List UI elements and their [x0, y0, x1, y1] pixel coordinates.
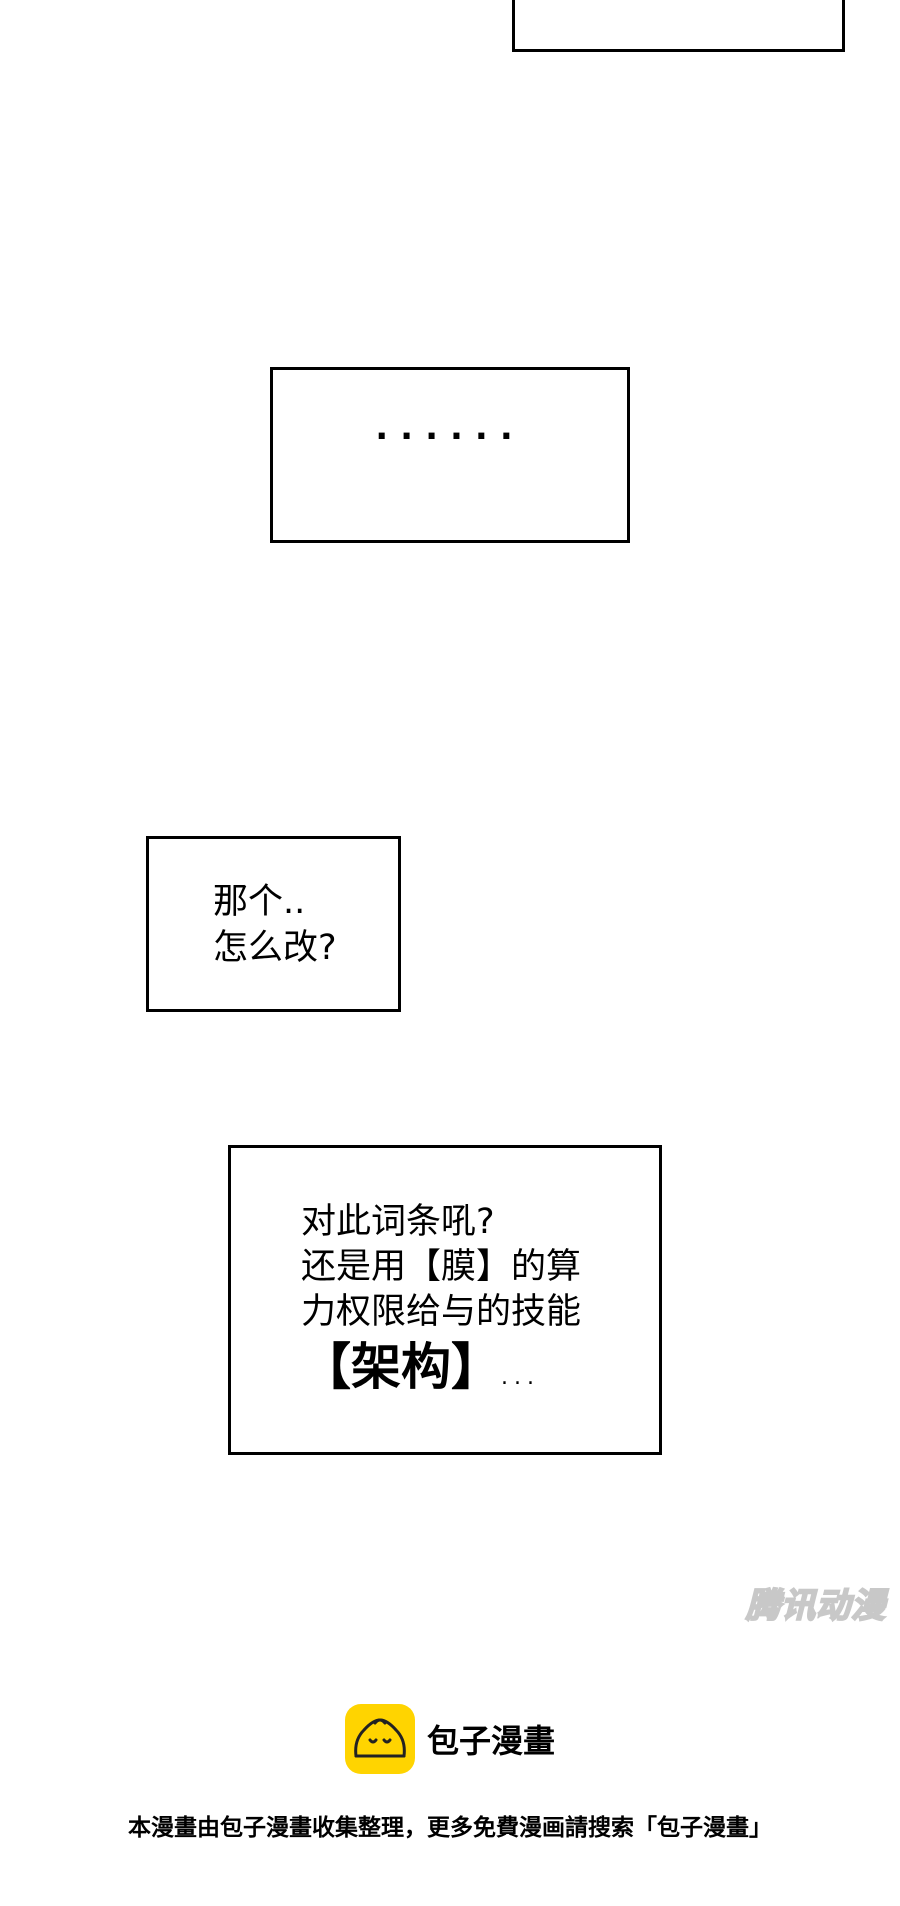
brand-name: 包子漫畫: [427, 1722, 556, 1760]
tencent-comic-watermark: 腾讯动漫: [745, 1585, 886, 1627]
emphasis-text: 【架构】: [301, 1338, 501, 1396]
dialogue-line: 还是用【膜】的算: [301, 1247, 582, 1287]
dialogue-line: 那个..: [213, 882, 306, 922]
source-footer-text: 本漫畫由包子漫畫收集整理，更多免費漫画請搜索「包子漫畫」: [128, 1815, 772, 1841]
dialogue-line: 怎么改?: [213, 928, 337, 968]
dialogue-text: 对此词条吼? 还是用【膜】的算 力权限给与的技能 【架构】...: [301, 1200, 581, 1410]
speech-panel-top: [512, 0, 845, 52]
brand-logo[interactable]: 包子漫畫: [345, 1704, 555, 1774]
dialogue-text: 那个.. 怎么改?: [213, 879, 337, 971]
dialogue-line: 力权限给与的技能: [301, 1292, 582, 1332]
ellipsis-text: ......: [375, 408, 525, 448]
dialogue-line: 对此词条吼?: [301, 1202, 495, 1242]
speech-panel-question: 对此词条吼? 还是用【膜】的算 力权限给与的技能 【架构】...: [228, 1145, 662, 1455]
speech-panel-ellipsis: ......: [270, 367, 630, 543]
trailing-dots: ...: [501, 1365, 540, 1390]
dialogue-line-emphasis: 【架构】...: [301, 1335, 581, 1410]
baozi-bun-icon: [345, 1704, 415, 1774]
speech-panel-how-to-change: 那个.. 怎么改?: [146, 836, 401, 1012]
